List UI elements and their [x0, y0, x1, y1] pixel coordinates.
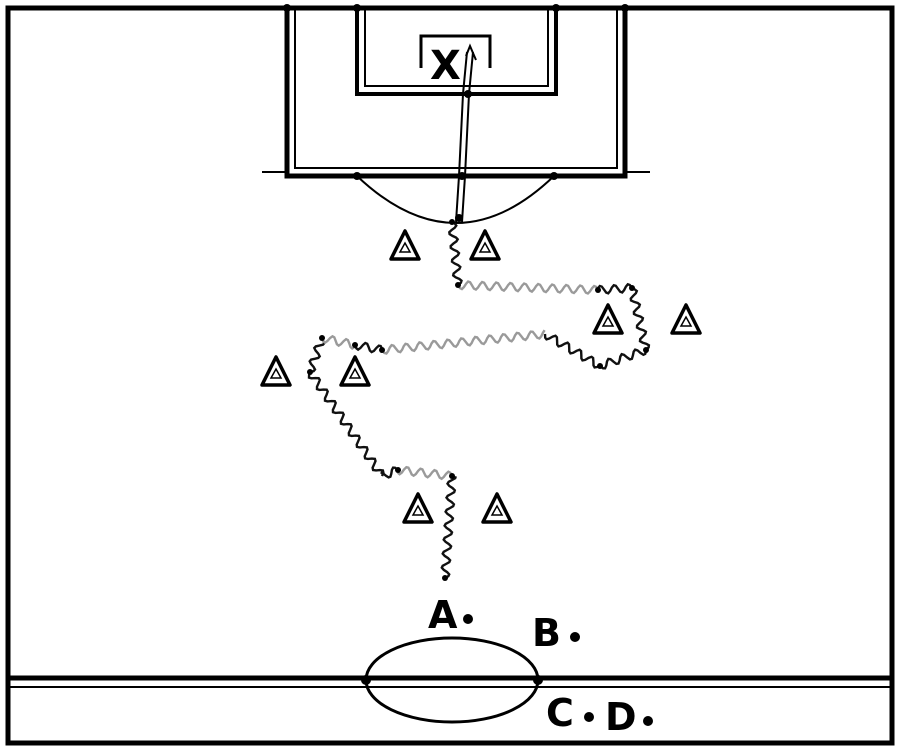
- penalty-area-inner: [294, 8, 618, 169]
- dribble-segment: [353, 341, 384, 354]
- route-dot: [455, 282, 461, 288]
- penalty-area: [284, 8, 628, 179]
- player-a-dot: [463, 614, 473, 624]
- cones: [260, 229, 702, 524]
- dribble-segment: [543, 333, 602, 369]
- player-d-dot: [643, 716, 653, 726]
- marker-dot: [353, 172, 361, 180]
- cone-icon: [389, 229, 421, 261]
- route-dot: [595, 287, 601, 293]
- dribble-segment: [456, 280, 600, 295]
- cone-icon: [260, 355, 292, 387]
- dribble-segment: [596, 282, 633, 295]
- route-dot: [643, 347, 649, 353]
- cone-icon: [402, 492, 434, 524]
- dribble-segment: [308, 336, 326, 374]
- player-c-dot: [584, 712, 594, 722]
- goal-area-inner: [364, 8, 549, 87]
- marker-dot: [550, 172, 558, 180]
- player-c-label: C: [546, 691, 574, 735]
- route-dot: [449, 219, 455, 225]
- pitch-boundary: [5, 5, 895, 746]
- dribble-path: [307, 219, 651, 581]
- cone-icon: [339, 355, 371, 387]
- dribble-segment: [440, 475, 457, 580]
- player-x-label: X: [430, 43, 461, 89]
- cone-icon: [592, 303, 624, 335]
- dribble-segment: [396, 465, 454, 481]
- player-b-dot: [570, 632, 580, 642]
- route-dot: [307, 369, 313, 375]
- shot-path: [455, 43, 477, 223]
- goal-box: [419, 34, 492, 68]
- player-b-label: B: [532, 611, 561, 655]
- marker-dot: [361, 675, 371, 685]
- route-dot: [597, 363, 603, 369]
- route-dot: [442, 575, 448, 581]
- cone-icon: [481, 492, 513, 524]
- route-dot: [449, 473, 455, 479]
- route-dot: [352, 342, 358, 348]
- route-dot: [395, 467, 401, 473]
- player-d-label: D: [605, 695, 637, 739]
- dribble-segment: [307, 371, 385, 477]
- route-dot: [629, 285, 635, 291]
- route-dot: [379, 347, 385, 353]
- dribble-segment: [380, 466, 399, 479]
- dribble-segment: [599, 348, 648, 370]
- marker-dot: [353, 4, 361, 12]
- marker-dot: [552, 4, 560, 12]
- dribble-segment: [320, 334, 356, 350]
- marker-dot: [621, 4, 629, 12]
- dribble-segment: [381, 329, 546, 355]
- marker-dot: [533, 675, 543, 685]
- dribble-segment: [448, 220, 463, 286]
- goal-area: [355, 8, 558, 96]
- cone-icon: [469, 229, 501, 261]
- dribble-segment: [629, 287, 651, 351]
- player-a-label: A: [428, 593, 458, 637]
- marker-dot: [283, 4, 291, 12]
- cone-icon: [670, 303, 702, 335]
- route-dot: [319, 335, 325, 341]
